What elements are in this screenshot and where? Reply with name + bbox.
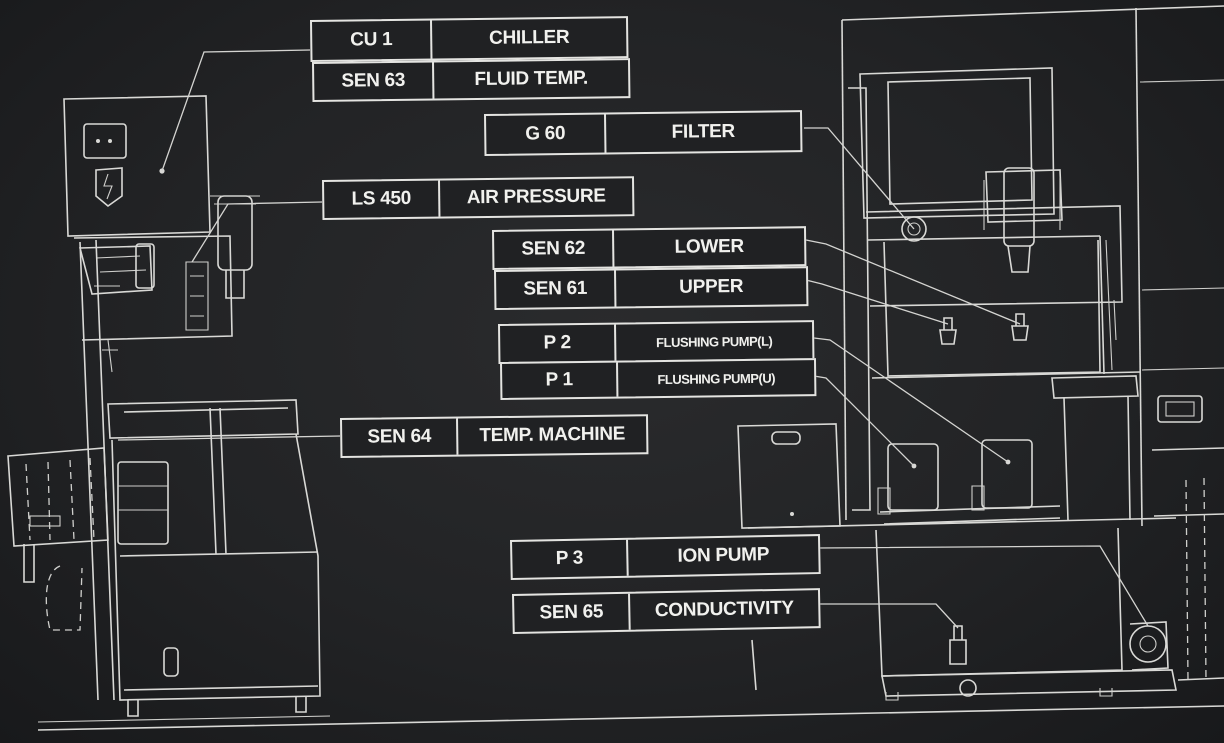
label-ls450-code: LS 450 bbox=[351, 187, 412, 210]
label-cu1: CU 1 CHILLER bbox=[310, 16, 629, 62]
label-sen62: SEN 62 LOWER bbox=[492, 226, 807, 270]
label-sen64-code: SEN 64 bbox=[367, 425, 432, 448]
label-p2-code: P 2 bbox=[543, 332, 572, 354]
label-sen65-name: CONDUCTIVITY bbox=[628, 590, 819, 630]
label-ls450: LS 450 AIR PRESSURE bbox=[322, 176, 635, 220]
label-p1-name: FLUSHING PUMP(U) bbox=[616, 360, 815, 397]
label-sen62-name: LOWER bbox=[612, 228, 805, 267]
label-g60: G 60 FILTER bbox=[484, 110, 803, 156]
leader-lines bbox=[117, 49, 1149, 629]
left-machine-outline bbox=[7, 95, 1224, 731]
label-sen62-code: SEN 62 bbox=[521, 237, 586, 260]
label-p3: P 3 ION PUMP bbox=[510, 534, 821, 580]
label-p1-code: P 1 bbox=[545, 369, 573, 391]
label-cu1-code: CU 1 bbox=[350, 28, 393, 51]
label-g60-name: FILTER bbox=[604, 112, 801, 153]
label-p3-code: P 3 bbox=[555, 547, 584, 570]
label-sen65: SEN 65 CONDUCTIVITY bbox=[512, 588, 821, 634]
label-sen64-name: TEMP. MACHINE bbox=[456, 416, 647, 455]
label-sen63-name: FLUID TEMP. bbox=[432, 60, 629, 99]
label-p1: P 1 FLUSHING PUMP(U) bbox=[500, 358, 817, 400]
label-sen61: SEN 61 UPPER bbox=[494, 266, 809, 310]
label-sen61-code: SEN 61 bbox=[523, 277, 588, 300]
label-p2: P 2 FLUSHING PUMP(L) bbox=[498, 320, 815, 364]
label-ls450-name: AIR PRESSURE bbox=[438, 178, 633, 217]
right-machine-outline bbox=[737, 5, 1224, 701]
label-cu1-name: CHILLER bbox=[430, 18, 627, 59]
label-p3-name: ION PUMP bbox=[626, 536, 819, 576]
label-sen63-code: SEN 63 bbox=[341, 69, 406, 92]
label-sen65-code: SEN 65 bbox=[539, 601, 604, 624]
label-p2-name: FLUSHING PUMP(L) bbox=[614, 322, 813, 361]
label-g60-code: G 60 bbox=[525, 123, 566, 145]
label-sen64: SEN 64 TEMP. MACHINE bbox=[340, 414, 649, 458]
label-sen63: SEN 63 FLUID TEMP. bbox=[312, 58, 631, 102]
label-sen61-name: UPPER bbox=[614, 268, 807, 307]
